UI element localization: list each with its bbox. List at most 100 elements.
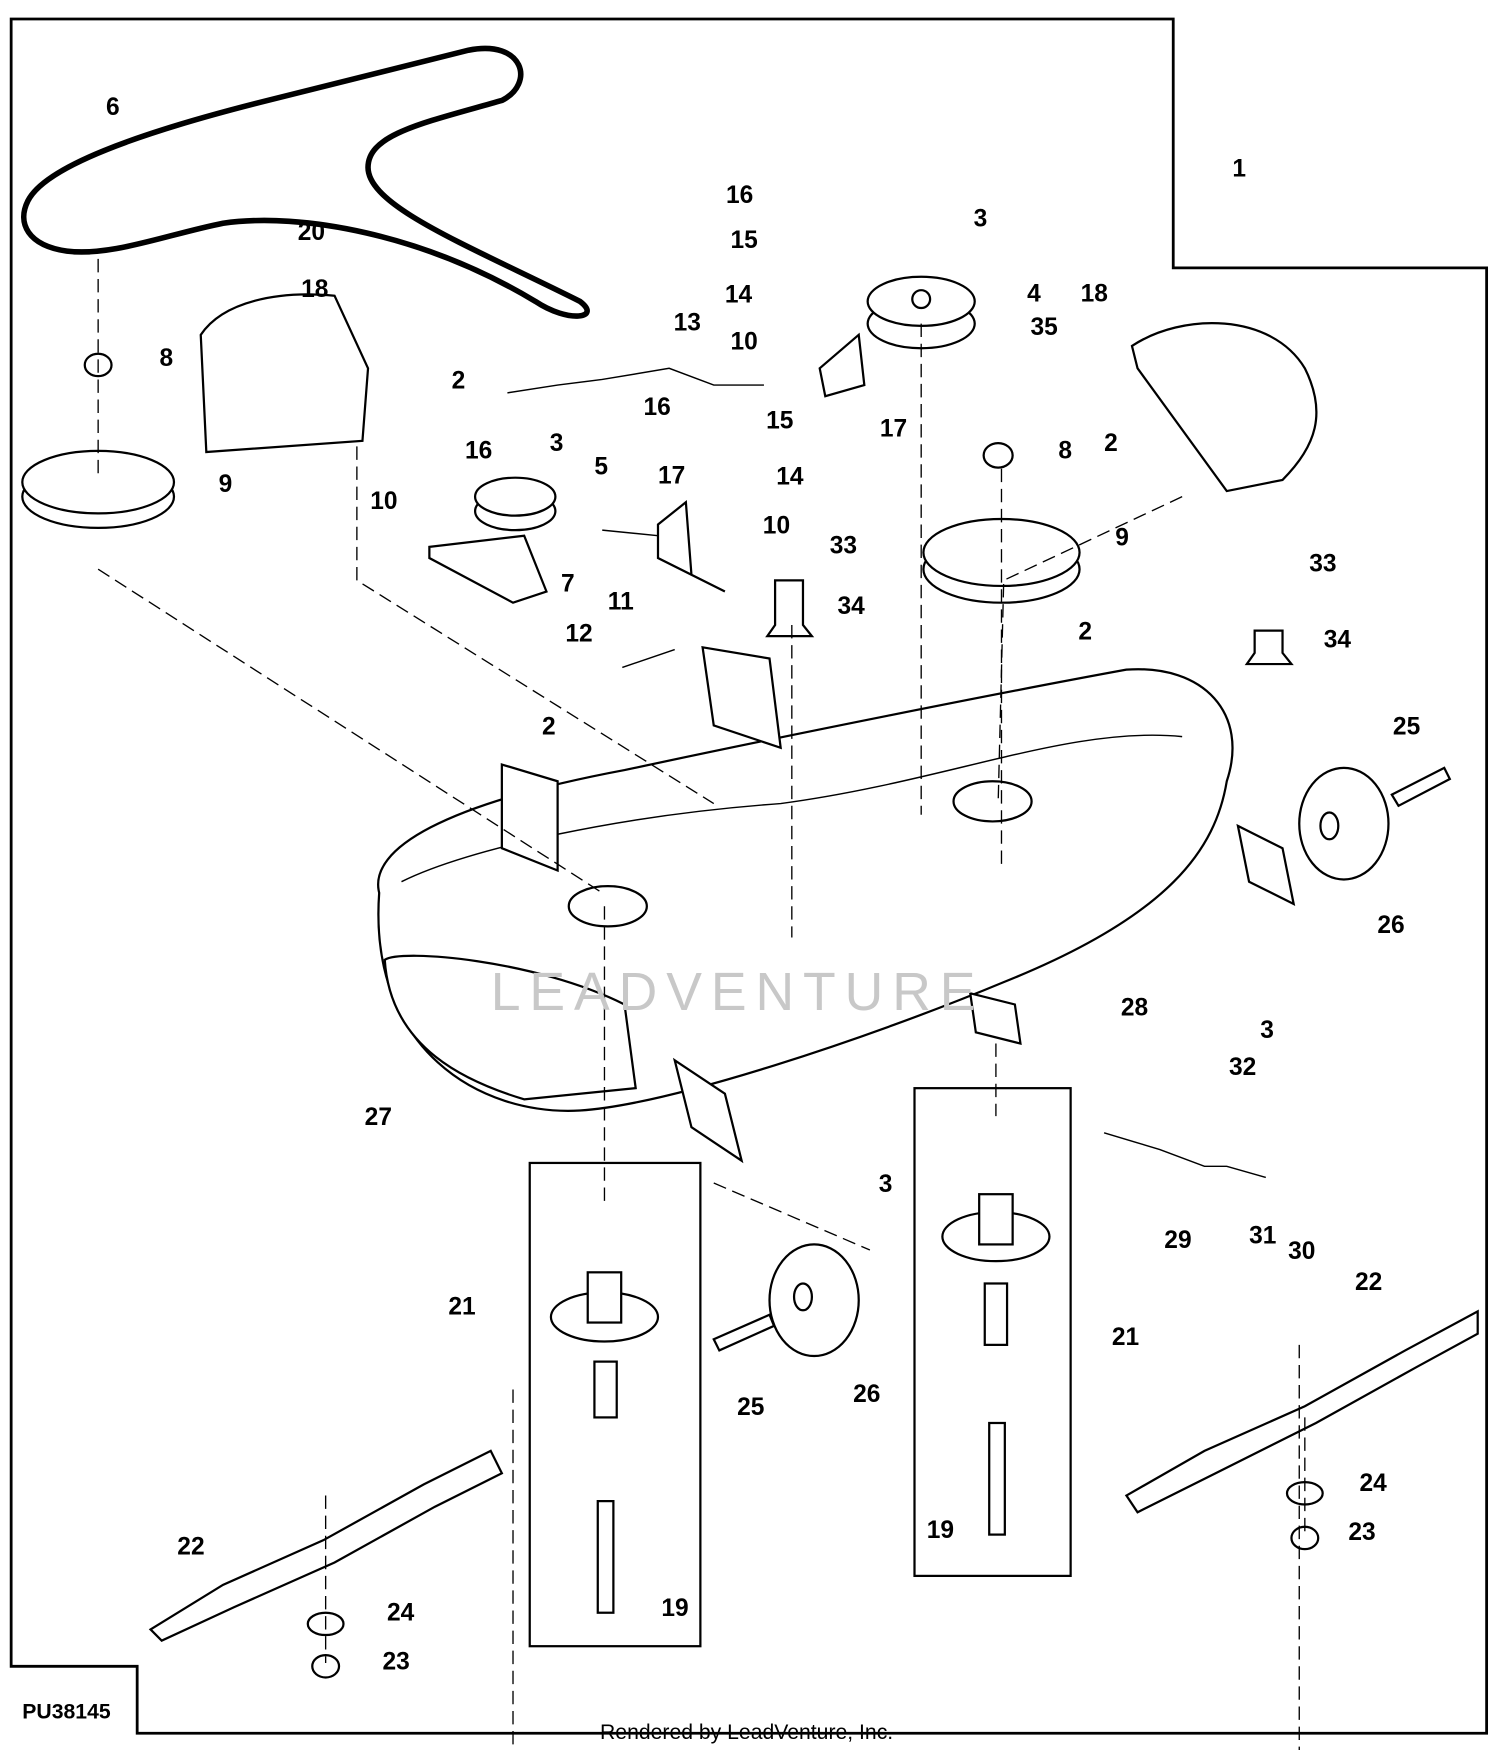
callout-13: 13 <box>674 309 701 336</box>
drive-belt <box>21 45 590 319</box>
nut-8-right <box>982 441 1014 469</box>
spindle-hole-right <box>952 780 1033 823</box>
callout-23: 23 <box>1348 1519 1375 1546</box>
deck-bracket-left <box>500 763 559 873</box>
callout-10: 10 <box>763 512 790 539</box>
callout-14: 14 <box>725 281 753 308</box>
spindle-housing-left <box>549 1271 660 1614</box>
axle-bolt-25-left <box>712 1313 776 1352</box>
callout-29: 29 <box>1164 1227 1191 1254</box>
callout-25: 25 <box>737 1394 764 1421</box>
deck-bracket-center <box>701 645 782 750</box>
pulley-left <box>21 449 176 530</box>
lift-link-29 <box>1103 1132 1266 1179</box>
callout-17: 17 <box>880 415 907 442</box>
callout-33: 33 <box>1309 550 1336 577</box>
spring-11 <box>622 648 675 669</box>
spindle-assembly-21-left <box>528 1161 702 1648</box>
callout-22: 22 <box>1355 1269 1382 1296</box>
callout-15: 15 <box>766 408 793 435</box>
gauge-wheel-26-right <box>1298 766 1390 881</box>
callout-3: 3 <box>974 206 988 233</box>
callout-12: 12 <box>565 621 592 648</box>
callout-2: 2 <box>1078 619 1092 646</box>
bracket-17-upper <box>818 332 866 398</box>
callout-16: 16 <box>726 182 753 209</box>
callout-19: 19 <box>661 1595 688 1622</box>
callout-9: 9 <box>1115 525 1129 552</box>
callout-31: 31 <box>1249 1222 1276 1249</box>
callout-24: 24 <box>1359 1470 1387 1497</box>
callout-8: 8 <box>159 345 173 372</box>
callout-7: 7 <box>561 571 575 598</box>
callout-23: 23 <box>383 1649 410 1676</box>
callout-5: 5 <box>594 453 608 480</box>
spindle-housing-right <box>941 1193 1051 1536</box>
callout-30: 30 <box>1288 1238 1315 1265</box>
idler-pulley-4 <box>866 275 976 350</box>
deck-inner-contour <box>401 734 1183 883</box>
idler-pulley-5 <box>473 476 557 532</box>
belt-shield-left <box>199 293 370 454</box>
spindle-hole-left <box>567 885 648 928</box>
callout-34: 34 <box>1324 626 1352 653</box>
callout-10: 10 <box>730 328 757 355</box>
callout-16: 16 <box>465 438 492 465</box>
bumper-34-right <box>1244 629 1294 666</box>
axle-bolt-25-right <box>1390 766 1452 808</box>
callout-10: 10 <box>370 488 397 515</box>
watermark-logo: LEADVENTURE <box>491 963 985 1022</box>
callout-21: 21 <box>448 1294 475 1321</box>
callout-2: 2 <box>452 367 466 394</box>
callout-26: 26 <box>853 1381 880 1408</box>
bracket-17-lower <box>656 500 726 593</box>
callout-1: 1 <box>1232 155 1246 182</box>
callout-2: 2 <box>1104 430 1118 457</box>
alignment-lines <box>97 258 1306 1750</box>
callout-28: 28 <box>1121 995 1148 1022</box>
callout-24: 24 <box>387 1600 415 1627</box>
callout-19: 19 <box>927 1517 954 1544</box>
callout-3: 3 <box>550 430 564 457</box>
callout-14: 14 <box>776 463 804 490</box>
callout-34: 34 <box>838 593 866 620</box>
callout-18: 18 <box>301 276 328 303</box>
wheel-bracket-right <box>1236 823 1296 907</box>
blade-22-right <box>1124 1309 1479 1514</box>
belt-shield-right <box>1130 322 1318 493</box>
callout-15: 15 <box>730 227 757 254</box>
callout-21: 21 <box>1112 1324 1139 1351</box>
callout-26: 26 <box>1377 912 1404 939</box>
spring-7 <box>602 529 659 537</box>
idler-arm-12 <box>428 534 548 604</box>
nut-23-left <box>311 1654 341 1679</box>
callout-25: 25 <box>1393 713 1420 740</box>
callout-11: 11 <box>608 588 634 615</box>
callout-17: 17 <box>658 462 685 489</box>
callout-2: 2 <box>542 713 556 740</box>
spindle-assembly-21-right <box>913 1087 1072 1578</box>
callout-16: 16 <box>643 394 670 421</box>
bumper-34-left <box>765 579 815 638</box>
callout-35: 35 <box>1030 314 1057 341</box>
render-credit: Rendered by LeadVenture, Inc. <box>600 1721 893 1744</box>
diagram-border <box>9 17 1489 1735</box>
callout-18: 18 <box>1081 280 1108 307</box>
callout-27: 27 <box>365 1104 392 1131</box>
gauge-wheel-26-left <box>768 1243 860 1358</box>
figure-id: PU38145 <box>22 1701 111 1724</box>
deck-bracket-front <box>672 1057 744 1164</box>
callout-3: 3 <box>1260 1017 1274 1044</box>
callout-33: 33 <box>830 533 857 560</box>
callout-22: 22 <box>177 1534 204 1561</box>
callout-6: 6 <box>106 94 120 121</box>
discharge-chute <box>383 954 637 1101</box>
callout-8: 8 <box>1058 438 1072 465</box>
callout-20: 20 <box>298 219 325 246</box>
callout-32: 32 <box>1229 1054 1256 1081</box>
callout-4: 4 <box>1027 280 1041 307</box>
callout-9: 9 <box>219 471 233 498</box>
